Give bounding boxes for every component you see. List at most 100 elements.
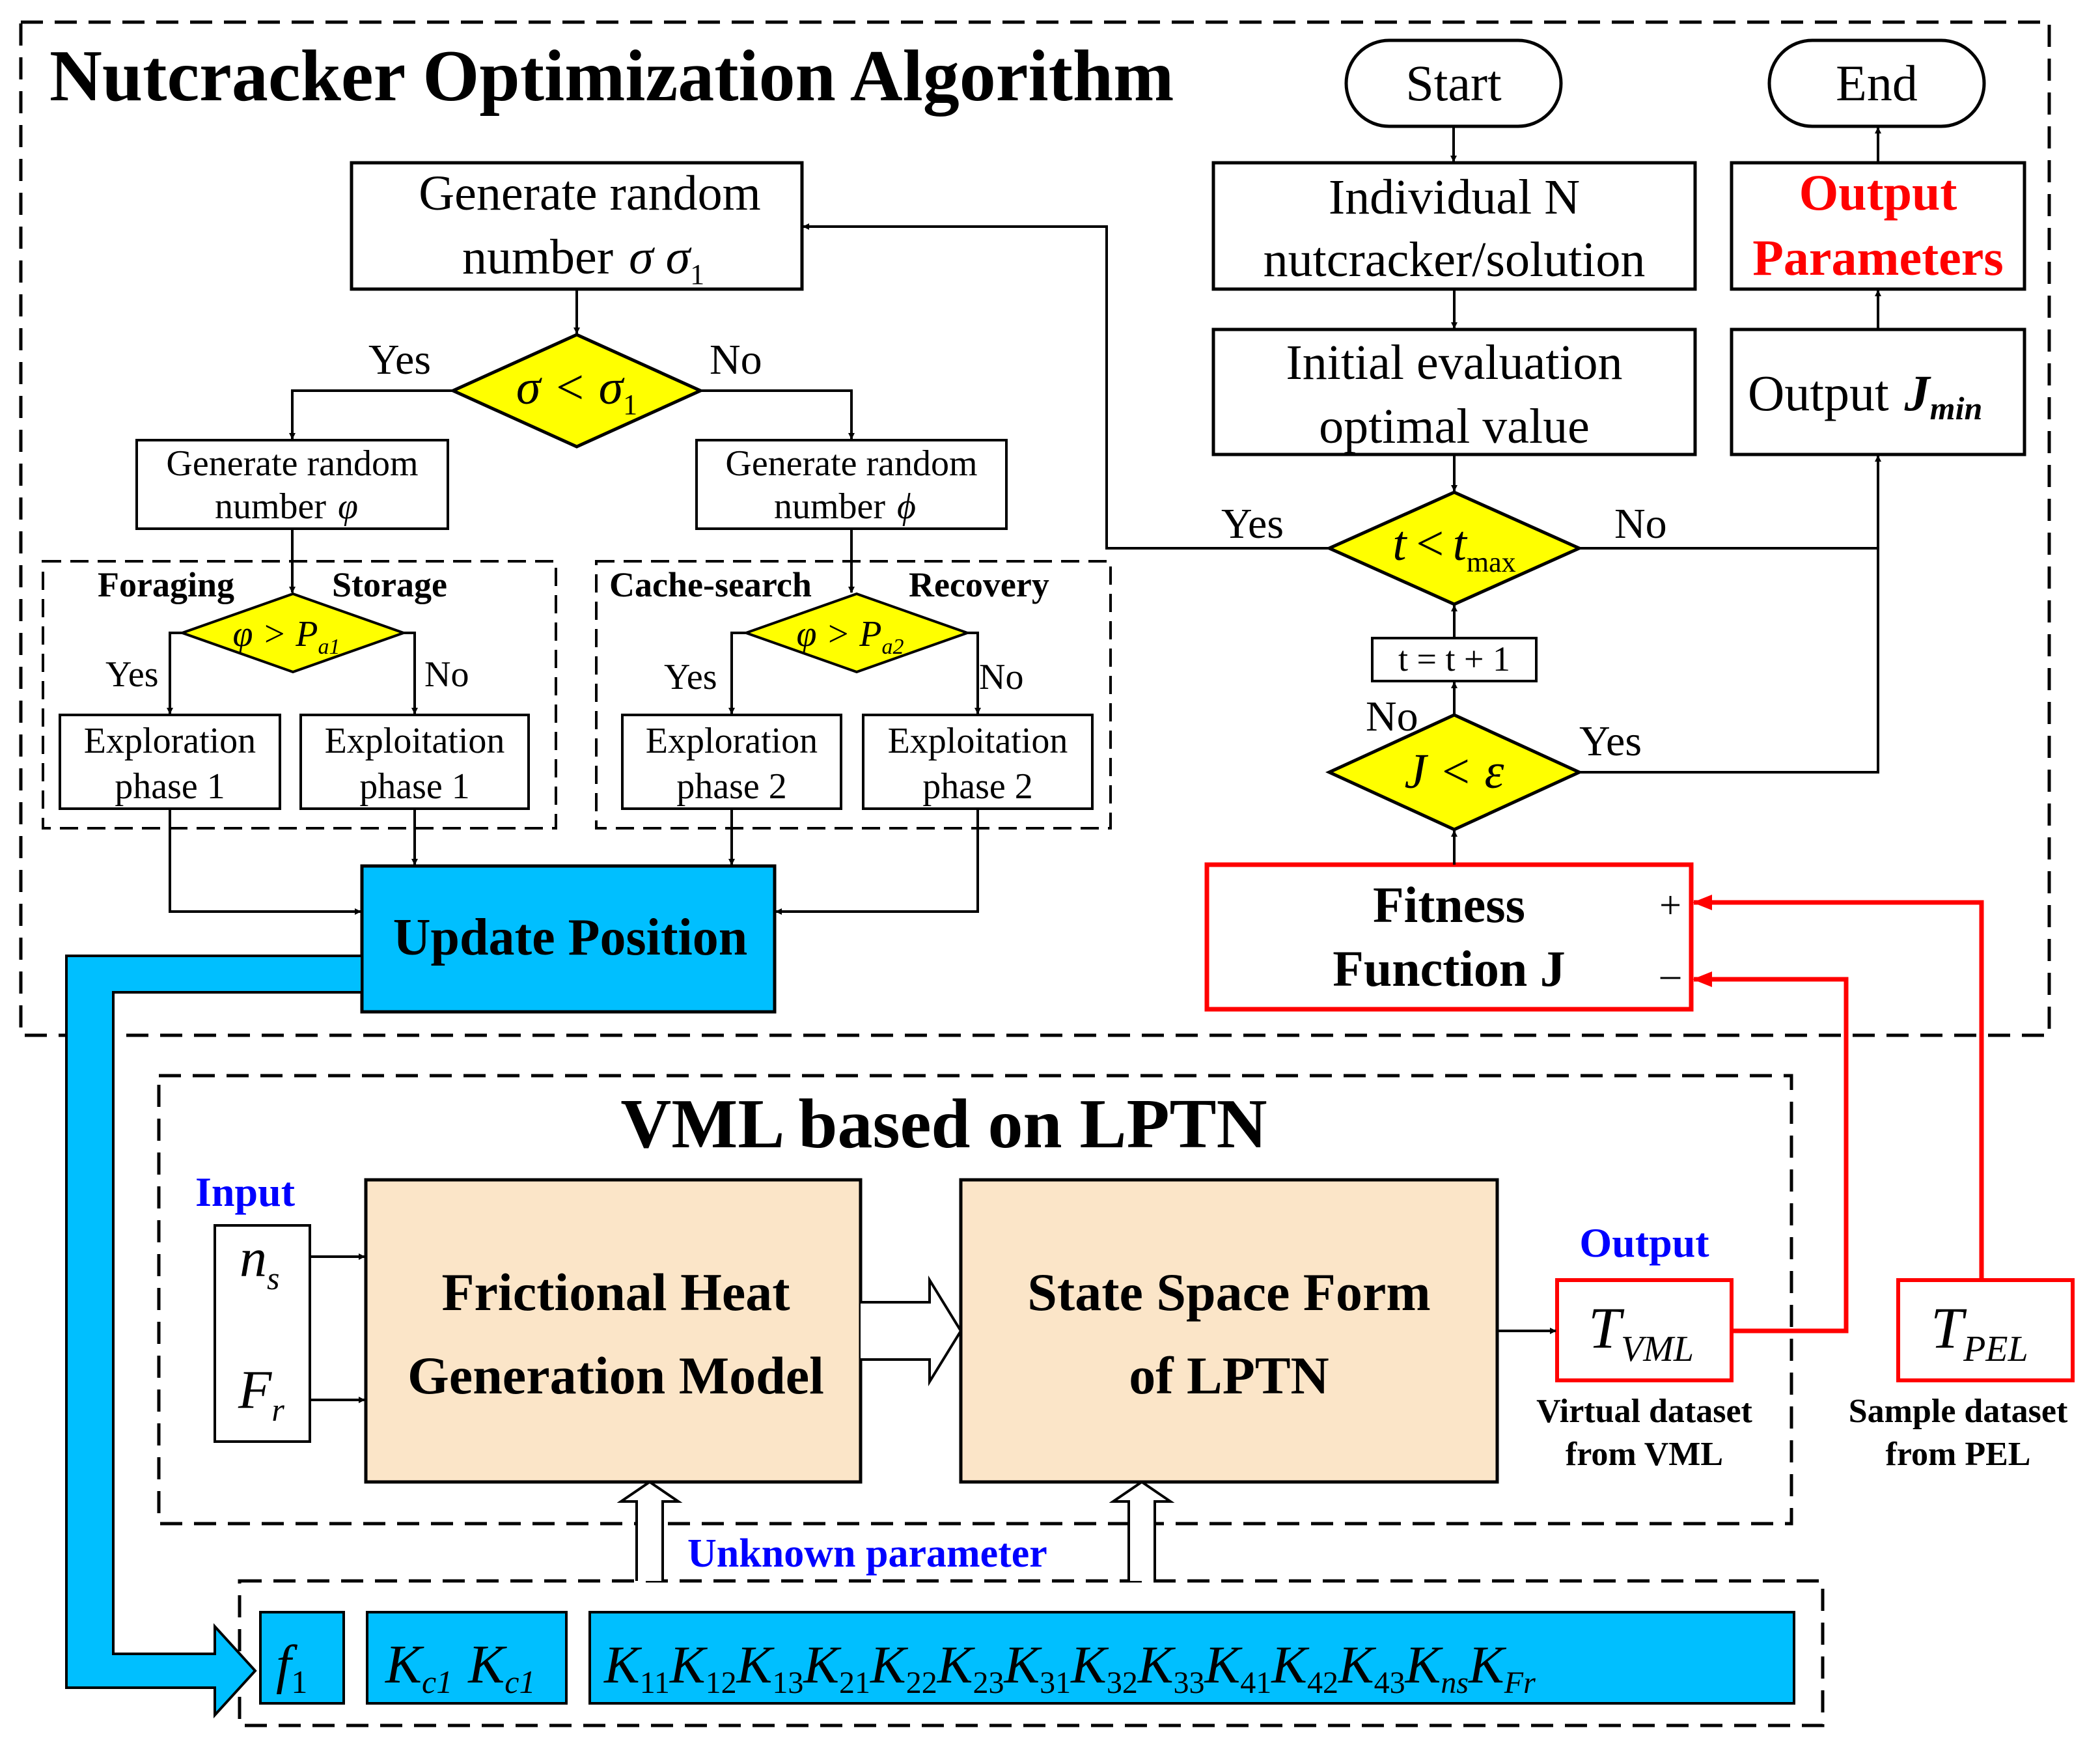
exploration2-line1: Exploration <box>646 721 818 761</box>
gen-phi2-line1: Generate random <box>725 443 977 484</box>
t-max-no: No <box>1614 500 1667 548</box>
state-space-box <box>959 1178 1499 1484</box>
individual-line1: Individual N <box>1329 170 1580 225</box>
state-space-line2: of LPTN <box>1129 1346 1329 1405</box>
noa-connectors <box>167 126 1881 915</box>
gen-sigma-line1: Generate random <box>419 166 760 221</box>
t-max-decision <box>1325 490 1584 606</box>
sample-dataset-line2: from PEL <box>1886 1436 2031 1473</box>
fitness-function-box <box>1204 862 1694 1012</box>
initial-eval-line1: Initial evaluation <box>1286 335 1622 390</box>
k-matrix-symbols: K11K12K13K21K22K23K31K32K33K41K42K43KnsK… <box>603 1635 1536 1700</box>
virtual-dataset-line1: Virtual dataset <box>1536 1393 1752 1430</box>
exploitation1-box <box>299 714 530 810</box>
end-label: End <box>1836 55 1918 111</box>
cache-recovery-frame <box>595 560 1112 830</box>
pa2-condition: φ > Pa2 <box>797 614 904 659</box>
fr-symbol: Fr <box>238 1360 284 1428</box>
tpel-box <box>1896 1278 2075 1382</box>
f1-box <box>259 1611 345 1705</box>
pa1-no: No <box>424 654 469 695</box>
noa-title: Nutcracker Optimization Algorithm <box>49 36 1174 117</box>
sample-dataset-line1: Sample dataset <box>1849 1393 2068 1430</box>
vml-frame <box>157 1074 1793 1526</box>
input-label: Input <box>195 1169 296 1215</box>
params-frame <box>238 1579 1825 1727</box>
sigma-yes: Yes <box>368 336 431 384</box>
fhg-model-line1: Frictional Heat <box>441 1263 790 1322</box>
input-box <box>214 1224 311 1443</box>
gen-phi2-box <box>695 439 1008 530</box>
state-space-line1: State Space Form <box>1027 1263 1430 1322</box>
pa1-yes: Yes <box>105 654 158 695</box>
exploitation2-line2: phase 2 <box>922 766 1033 807</box>
vml-connectors <box>310 1253 1556 1403</box>
unknown-parameter-label: Unknown parameter <box>687 1531 1047 1576</box>
update-position-box <box>360 864 777 1014</box>
exploitation2-box <box>862 714 1094 810</box>
sigma-condition: σ < σ1 <box>516 360 637 421</box>
recovery-label: Recovery <box>909 565 1049 604</box>
output-params-line1: Output <box>1799 164 1957 221</box>
update-position-label: Update Position <box>393 909 748 966</box>
k-matrix-box <box>588 1611 1795 1705</box>
exploration2-box <box>621 714 842 810</box>
update-to-params-arrow <box>65 955 363 1719</box>
exploitation1-line2: phase 1 <box>359 766 470 807</box>
unknown-param-arrows <box>616 1480 1175 1581</box>
fitness-minus: – <box>1660 953 1681 996</box>
virtual-dataset-line2: from VML <box>1566 1436 1723 1473</box>
model-hollow-arrow <box>861 1275 963 1387</box>
output-label: Output <box>1579 1220 1709 1266</box>
kc-box <box>366 1611 568 1705</box>
pa2-yes: Yes <box>664 657 717 697</box>
fitness-plus: + <box>1659 884 1681 927</box>
fhg-model-line2: Generation Model <box>408 1346 824 1405</box>
t-increment-label: t = t + 1 <box>1398 639 1510 678</box>
sigma-no: No <box>710 336 762 384</box>
end-terminal <box>1767 38 1986 128</box>
cache-search-label: Cache-search <box>609 565 812 604</box>
pa1-condition: φ > Pa1 <box>233 614 340 659</box>
j-eps-condition: J < ε <box>1405 744 1504 799</box>
exploration1-line1: Exploration <box>84 721 256 761</box>
j-eps-no: No <box>1366 693 1418 740</box>
fitness-line2: Function J <box>1333 940 1566 997</box>
pa2-no: No <box>979 657 1023 697</box>
ns-symbol: ns <box>240 1228 279 1296</box>
storage-label: Storage <box>332 565 447 604</box>
j-eps-yes: Yes <box>1579 718 1642 765</box>
exploration2-line2: phase 2 <box>676 766 787 807</box>
tvml-symbol: TVML <box>1588 1296 1694 1369</box>
exploitation1-line1: Exploitation <box>325 721 505 761</box>
j-eps-decision <box>1325 713 1584 831</box>
f1-symbol: f1 <box>276 1634 307 1700</box>
individual-line2: nutcracker/solution <box>1264 232 1646 287</box>
sigma-decision <box>449 333 705 449</box>
exploration1-line2: phase 1 <box>115 766 225 807</box>
exploration1-box <box>59 714 281 810</box>
red-feedback-lines <box>1692 895 1984 1333</box>
fitness-line1: Fitness <box>1373 876 1525 933</box>
foraging-label: Foraging <box>98 565 234 604</box>
start-label: Start <box>1405 55 1502 111</box>
gen-sigma-box <box>350 161 804 291</box>
pa2-decision <box>741 592 972 674</box>
initial-eval-line2: optimal value <box>1319 399 1590 454</box>
t-max-condition: t<tmax <box>1392 516 1515 578</box>
initial-eval-box <box>1211 328 1697 456</box>
tpel-symbol: TPEL <box>1931 1296 2028 1369</box>
exploitation2-line1: Exploitation <box>888 721 1068 761</box>
foraging-storage-frame <box>42 560 557 830</box>
gen-phi-line1: Generate random <box>166 443 418 484</box>
vml-title: VML based on LPTN <box>620 1085 1267 1163</box>
t-max-yes: Yes <box>1221 500 1284 548</box>
output-params-line2: Parameters <box>1752 229 2003 286</box>
